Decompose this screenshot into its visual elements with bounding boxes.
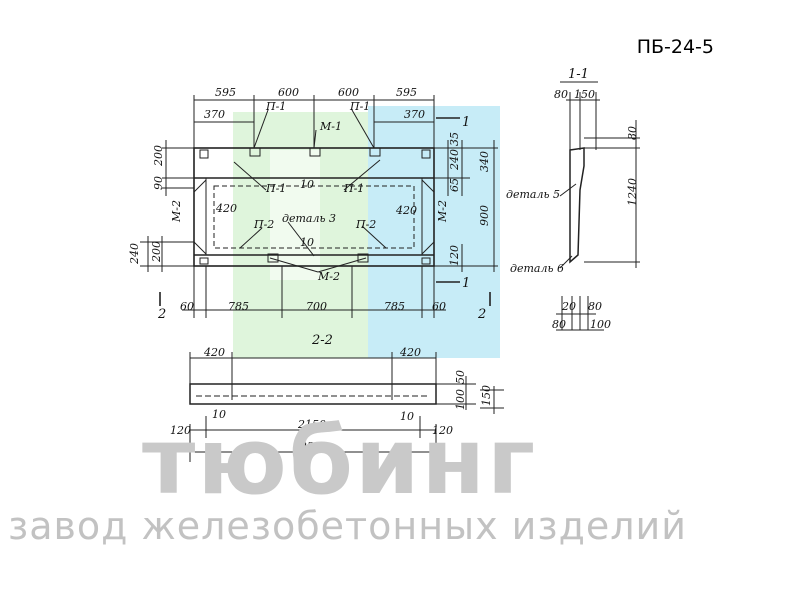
s11-dim-150: 150 (574, 88, 595, 101)
section-1-1 (556, 81, 640, 331)
dim-left-90: 90 (152, 176, 165, 190)
dim-bottom-700: 700 (306, 300, 327, 313)
cut-mark-1-top: 1 (462, 115, 470, 130)
s11-dim-bottom-100: 100 (590, 318, 611, 331)
dim-10-b: 10 (300, 236, 314, 249)
dim-right-65: 65 (448, 178, 461, 192)
label-m2-left: М-2 (170, 200, 183, 223)
label-p1-top-right: П-1 (349, 100, 370, 113)
label-m1: М-1 (319, 120, 342, 133)
s11-dim-bottom-80b: 80 (552, 318, 566, 331)
label-m2-right: М-2 (436, 200, 449, 223)
dim-right-900: 900 (478, 205, 491, 226)
dim-top-3: 600 (338, 86, 359, 99)
dim-370-right: 370 (404, 108, 425, 121)
dim-bottom-785-right: 785 (384, 300, 405, 313)
section-2-2-title: 2-2 (311, 333, 333, 348)
dim-right-35: 35 (448, 132, 461, 146)
s11-dim-side-1240: 1240 (626, 178, 639, 206)
dim-right-240: 240 (448, 149, 461, 171)
dim-10-a: 10 (300, 178, 314, 191)
s22-dim-10-right: 10 (400, 410, 414, 423)
cut-mark-2-left: 2 (157, 307, 166, 322)
dim-top-4: 595 (396, 86, 417, 99)
cut-mark-1-bottom: 1 (462, 276, 470, 291)
label-detail5: деталь 5 (506, 188, 560, 201)
section-2-2 (189, 352, 504, 462)
s22-dim-420-left: 420 (203, 346, 225, 359)
label-detail3: деталь 3 (282, 212, 336, 225)
s22-dim-420-right: 420 (399, 346, 421, 359)
section-1-1-title: 1-1 (568, 67, 589, 82)
s22-dim-120-right: 120 (432, 424, 453, 437)
s11-dim-bottom-20: 20 (561, 300, 576, 313)
label-m2-bottom: М-2 (317, 270, 340, 283)
label-p2-left: П-2 (253, 218, 274, 231)
dim-left-240: 240 (128, 243, 141, 265)
dim-370-left: 370 (204, 108, 225, 121)
dim-bottom-60-left: 60 (180, 300, 194, 313)
cut-mark-2-right: 2 (477, 307, 486, 322)
watermark-brand: тюбинг (142, 408, 538, 515)
s22-dim-50: 50 (454, 370, 467, 384)
dim-right-120: 120 (448, 245, 461, 266)
dim-left-200: 200 (152, 145, 165, 167)
s22-dim-120-left: 120 (170, 424, 191, 437)
s11-dim-side-80: 80 (626, 126, 639, 140)
s22-dim-total-2390: 2390 (299, 440, 328, 453)
dim-bottom-60-right: 60 (432, 300, 446, 313)
product-code: ПБ-24-5 (636, 36, 714, 58)
dim-left-200-b: 200 (150, 241, 163, 263)
label-p1-mid-left: П-1 (265, 182, 286, 195)
s22-dim-150: 150 (480, 385, 493, 406)
plan-view (140, 95, 498, 318)
s11-dim-80: 80 (554, 88, 568, 101)
s11-dim-bottom-80: 80 (588, 300, 602, 313)
dim-top-1: 595 (215, 86, 236, 99)
label-p1-top-left: П-1 (265, 100, 286, 113)
dim-bottom-785-left: 785 (228, 300, 249, 313)
s22-dim-100: 100 (454, 389, 467, 410)
watermark-subtitle: завод железобетонных изделий (8, 504, 687, 548)
dim-420-right: 420 (395, 204, 417, 217)
s22-dim-2150: 2150 (297, 418, 326, 431)
label-detail6: деталь 6 (510, 262, 564, 275)
label-p1-mid-right: П-1 (343, 182, 364, 195)
dim-420-left: 420 (215, 202, 237, 215)
dim-top-2: 600 (278, 86, 299, 99)
label-p2-right: П-2 (355, 218, 376, 231)
s22-dim-10-left: 10 (212, 408, 226, 421)
dim-right-340: 340 (478, 151, 491, 172)
